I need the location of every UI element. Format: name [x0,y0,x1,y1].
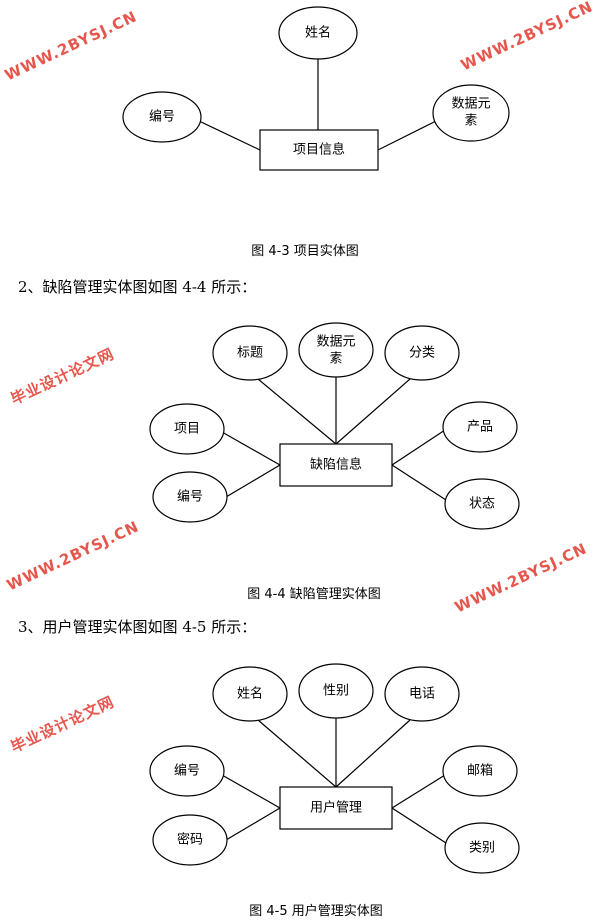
entity-box [279,443,393,487]
connector [377,120,437,151]
attribute-label: 项目 [174,422,200,437]
attribute-ellipse [152,814,228,866]
connector [335,719,411,788]
connector [391,807,447,844]
attribute-label: 性别 [323,684,349,699]
attribute-ellipse [212,666,288,722]
attribute-label: 类别 [469,841,495,856]
attribute-ellipse [432,84,510,142]
attribute-label: 标题 [237,346,263,361]
attribute-label: 邮箱 [467,763,493,779]
attribute-label: 姓名 [305,25,331,41]
attribute-ellipse [298,322,374,378]
entity-box [259,129,379,171]
attribute-label: 编号 [174,764,200,779]
attribute-label: 素 [329,352,342,367]
entity-box [279,786,393,830]
connector [391,429,446,466]
connector [391,774,446,809]
er-diagram-project: 姓名 编号 数据元 素 项目信息 图 4-3 项目实体图 [122,6,510,259]
connector [257,378,337,445]
attribute-label: 状态 [469,497,495,512]
attribute-ellipse [122,91,202,143]
connector [221,431,281,466]
attribute-label: 姓名 [237,686,263,702]
er-diagram-defect: 标题 数据元 素 分类 项目 编号 产品 状态 缺陷信息 图 4-4 缺陷管理实… [149,322,520,602]
entity-label: 项目信息 [293,142,345,158]
attribute-ellipse [384,666,460,722]
attribute-ellipse [152,471,228,523]
figure-caption: 图 4-5 用户管理实体图 [249,903,383,919]
connector [225,464,281,498]
attribute-label: 数据元 [451,97,490,112]
attribute-ellipse [384,325,460,381]
attribute-ellipse [444,478,520,530]
attribute-label: 产品 [467,420,493,435]
attribute-label: 编号 [177,490,203,505]
connector [335,378,411,445]
section-heading: 3、用户管理实体图如图 4-5 所示： [18,618,256,636]
er-diagram-user: 姓名 性别 电话 编号 密码 邮箱 类别 用户管理 图 4-5 用户管理实体图 [149,663,520,919]
attribute-ellipse [212,325,288,381]
figure-caption: 图 4-3 项目实体图 [251,244,359,259]
entity-label: 用户管理 [310,800,362,816]
attribute-label: 编号 [149,110,175,125]
connector [198,120,261,151]
attribute-label: 素 [464,114,477,129]
connector [221,774,281,809]
connector [257,719,337,788]
figure-caption: 图 4-4 缺陷管理实体图 [247,587,381,602]
attribute-label: 数据元 [316,335,355,350]
attribute-label: 密码 [177,832,203,848]
attribute-ellipse [442,745,518,797]
attribute-ellipse [149,745,225,797]
connector [225,807,281,841]
attribute-label: 电话 [409,687,435,702]
section-heading: 2、缺陷管理实体图如图 4-4 所示： [18,278,256,296]
attribute-ellipse [444,822,520,874]
connector [391,464,447,501]
attribute-ellipse [442,401,518,453]
attribute-ellipse [298,663,374,719]
attribute-label: 分类 [409,346,435,361]
entity-label: 缺陷信息 [310,457,362,473]
attribute-ellipse [149,403,225,455]
attribute-ellipse [278,6,358,60]
